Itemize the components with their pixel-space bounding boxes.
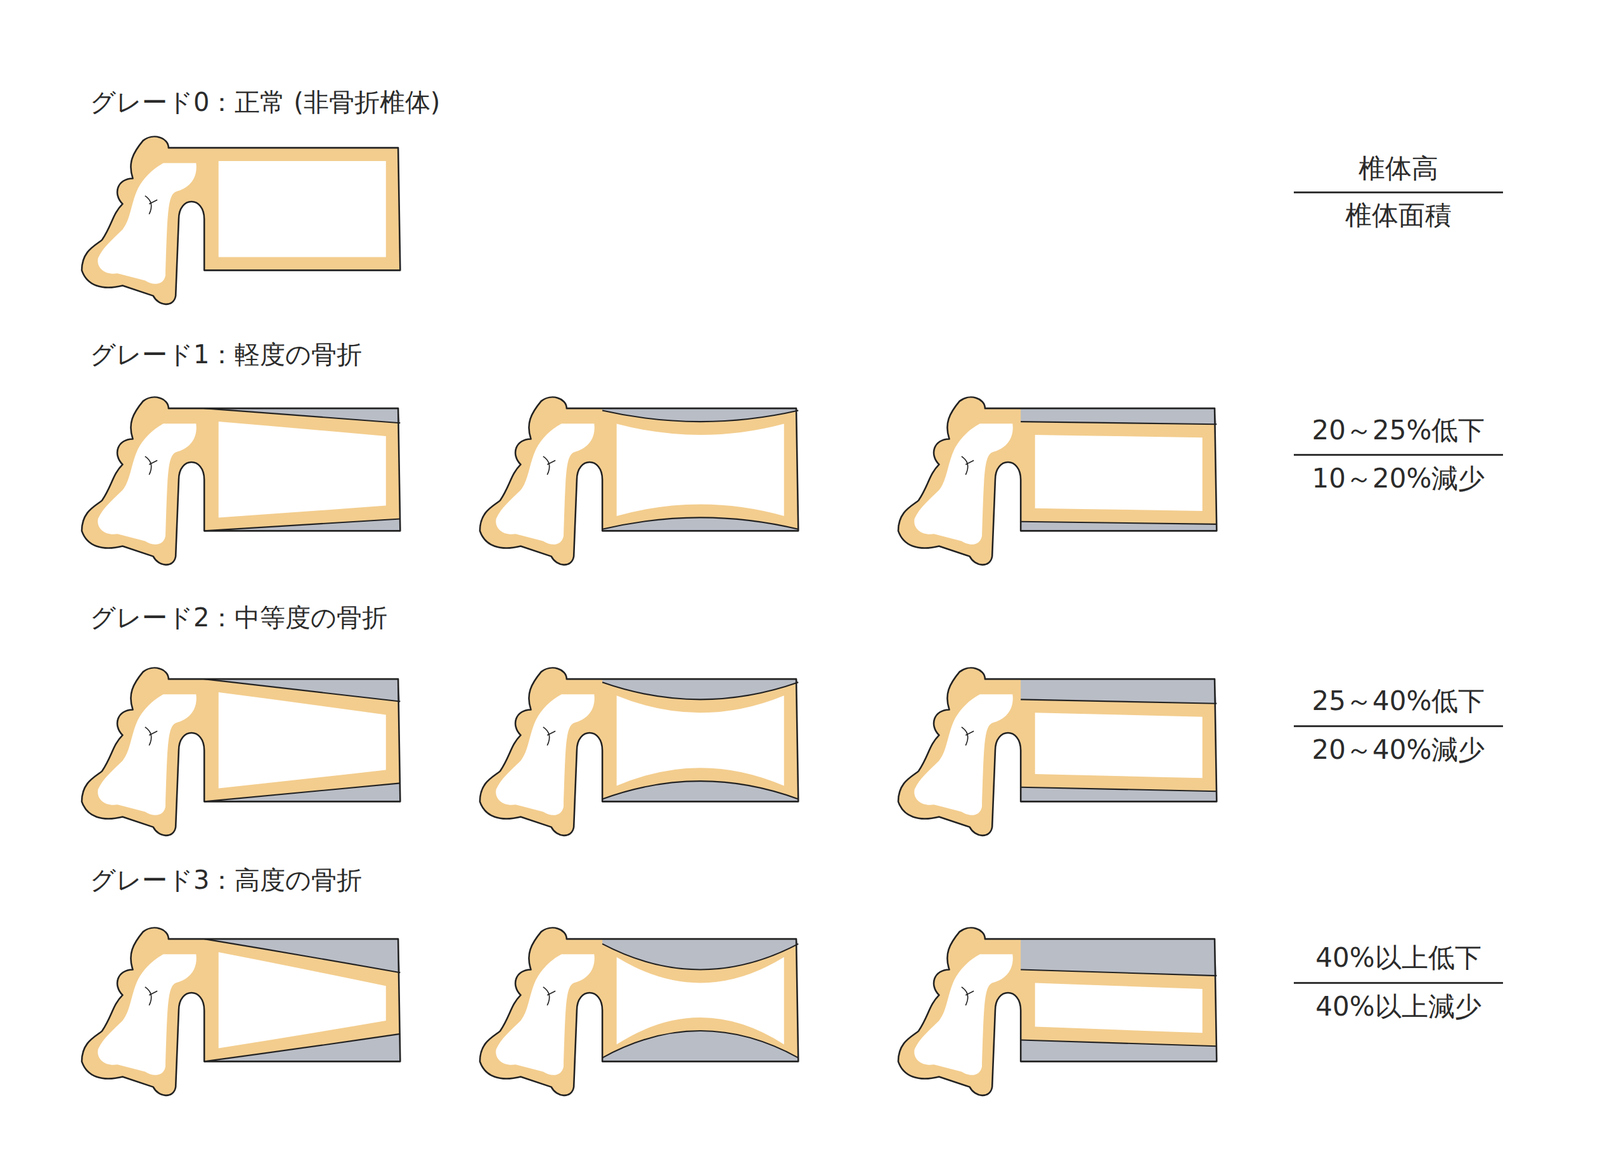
- grade-heading: グレード1：軽度の骨折: [90, 339, 362, 370]
- fraction-numerator: 20～25%低下: [1312, 414, 1486, 447]
- vertebra: [898, 667, 1217, 835]
- vertebra: [898, 396, 1217, 565]
- grade-heading: グレード0：正常 (非骨折椎体): [90, 86, 440, 118]
- fraction-denominator: 10～20%減少: [1312, 462, 1486, 495]
- grade-heading: グレード3：高度の骨折: [90, 864, 362, 896]
- fraction-numerator: 椎体高: [1358, 152, 1439, 185]
- vertebra: [81, 136, 400, 304]
- fraction-bar: [1293, 453, 1504, 456]
- fraction-bar: [1293, 981, 1504, 984]
- grade-heading: グレード2：中等度の骨折: [90, 602, 388, 633]
- vertebra: [479, 927, 799, 1095]
- fraction-bar: [1293, 725, 1504, 728]
- fraction-bar: [1293, 191, 1504, 194]
- vertebra: [479, 667, 799, 835]
- fraction-denominator: 20～40%減少: [1312, 734, 1486, 766]
- vertebra: [81, 667, 400, 835]
- vertebra: [81, 396, 400, 565]
- fraction-denominator: 40%以上減少: [1315, 990, 1481, 1023]
- fraction-numerator: 40%以上低下: [1315, 941, 1481, 974]
- vertebra: [479, 396, 799, 565]
- vertebra: [81, 927, 400, 1095]
- fraction-numerator: 25～40%低下: [1312, 685, 1486, 717]
- vertebra: [898, 927, 1217, 1095]
- fraction-denominator: 椎体面積: [1345, 199, 1452, 232]
